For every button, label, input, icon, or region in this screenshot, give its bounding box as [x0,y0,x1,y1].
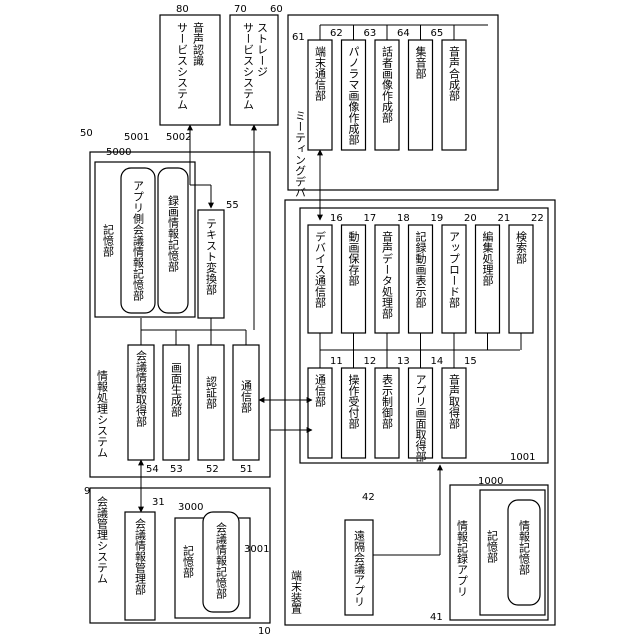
terminal-left-unit-ref-3: 14 [431,356,444,367]
meeting-management-system-label: 会議管理システム [96,496,109,584]
terminal-right-unit-label-6: 検索部 [515,230,528,264]
terminal-storage-label: 記憶部 [486,529,499,563]
terminal-right-unit-ref-2: 18 [397,213,410,224]
info-processing-storage-label: 記憶部 [102,223,115,257]
meeting-device-unit-ref-2: 64 [397,28,410,39]
meeting-info-manager-ref: 31 [152,497,165,508]
meeting-device-sub-ref: 61 [292,32,305,43]
voice-recognition-system [160,15,220,125]
terminal-left-unit-ref-4: 15 [464,356,477,367]
meeting-info-acquirer-label: 会議情報取得部 [135,350,148,427]
voice-recognition-ref: 80 [176,4,189,15]
storage-service-ref: 70 [234,4,247,15]
meeting-device-unit-ref-3: 65 [431,28,444,39]
meeting-storage-ref: 3000 [178,502,203,513]
remote-meeting-app-label: 遠隔会議アプリ [353,530,366,607]
text-converter-label: テキスト変換部 [205,218,218,295]
terminal-right-unit-label-5: 編集処理部 [481,230,494,286]
terminal-right-unit-label-0: デバイス通信部 [314,230,327,308]
storage-service-label-line2: サービスシステム [242,22,255,110]
terminal-info-db-label: 情報記憶部 [518,520,531,575]
meeting-device-ref: 60 [270,4,283,15]
recording-info-db-label: 録画情報記憶部 [167,194,180,272]
meeting-device-unit-label-2: 話者画像作成部 [381,45,394,123]
ip-comm-label: 通信部 [240,380,253,413]
terminal-info-db-ref: 1001 [510,452,535,463]
info-processing-system-ref: 50 [80,128,93,139]
terminal-right-unit-ref-6: 22 [531,213,544,224]
terminal-left-unit-label-2: 表示制御部 [381,373,394,429]
auth-ref: 52 [206,464,219,475]
meeting-management-system-ref: 9 [84,486,90,497]
terminal-device-label: 端末装置 [290,570,303,614]
terminal-right-unit-ref-3: 19 [431,213,444,224]
terminal-left-unit-label-3: アプリ画面取得部 [414,374,427,462]
meeting-device-unit-label-1: パノラマ画像作成部 [347,46,360,145]
recording-app-label: 情報記録アプリ [456,520,469,597]
recording-info-db-ref: 5002 [166,132,191,143]
meeting-storage-label: 記憶部 [182,544,195,578]
meeting-device-unit-ref-0: 62 [330,28,343,39]
terminal-right-unit-ref-0: 16 [330,213,343,224]
terminal-left-unit-label-1: 操作受付部 [347,373,360,429]
ip-comm-ref: 51 [240,464,253,475]
terminal-left-unit-label-0: 通信部 [314,374,327,407]
info-processing-storage-ref: 5000 [106,147,131,158]
terminal-right-unit-ref-1: 17 [364,213,377,224]
remote-meeting-app-ref: 42 [362,492,375,503]
terminal-ref: 10 [258,626,271,637]
voice-recognition-label-line2: サービスシステム [176,22,189,110]
meeting-info-db-ref: 3001 [244,544,269,555]
meeting-info-acquirer-ref: 54 [146,464,159,475]
meeting-device-unit-label-4: 音声合成部 [448,45,461,101]
terminal-right-unit-ref-4: 20 [464,213,477,224]
terminal-left-unit-ref-1: 12 [364,356,377,367]
terminal-left-unit-label-4: 音声取得部 [448,373,461,429]
text-converter-ref: 55 [226,200,239,211]
terminal-right-unit-label-2: 音声データ処理部 [381,230,394,319]
terminal-left-unit-ref-0: 11 [330,356,343,367]
app-meeting-info-db-label: アプリ側会議情報記憶部 [132,180,145,301]
terminal-right-unit-ref-5: 21 [498,213,511,224]
screen-generator-ref: 53 [170,464,183,475]
terminal-right-unit-label-4: アップロード部 [448,231,461,308]
recording-app-ref: 41 [430,612,443,623]
info-processing-system-label: 情報処理システム [96,370,109,458]
terminal-right-unit-label-1: 動画保存部 [347,230,360,286]
terminal-left-unit-ref-2: 13 [397,356,410,367]
terminal-storage-ref: 1000 [478,476,503,487]
meeting-info-db-label: 会議情報記憶部 [215,522,228,599]
meeting-device-unit-label-0: 端末通信部 [314,46,327,101]
meeting-info-manager-label: 会議情報管理部 [134,518,147,595]
app-meeting-info-db-ref: 5001 [124,132,149,143]
meeting-device-unit-ref-1: 63 [364,28,377,39]
voice-recognition-label-line1: 音声認識 [192,21,205,66]
screen-generator-label: 画面生成部 [170,362,183,417]
meeting-device-units: 端末通信部62 パノラマ画像作成部 63 話者画像作成部64 集音部 65 音声合成部 [308,25,466,150]
storage-service-label-line1: ストレージ [256,22,269,77]
terminal-right-unit-label-3: 記録動画表示部 [414,230,427,308]
auth-label: 認証部 [205,375,218,409]
meeting-device-unit-label-3: 集音部 [414,45,427,79]
